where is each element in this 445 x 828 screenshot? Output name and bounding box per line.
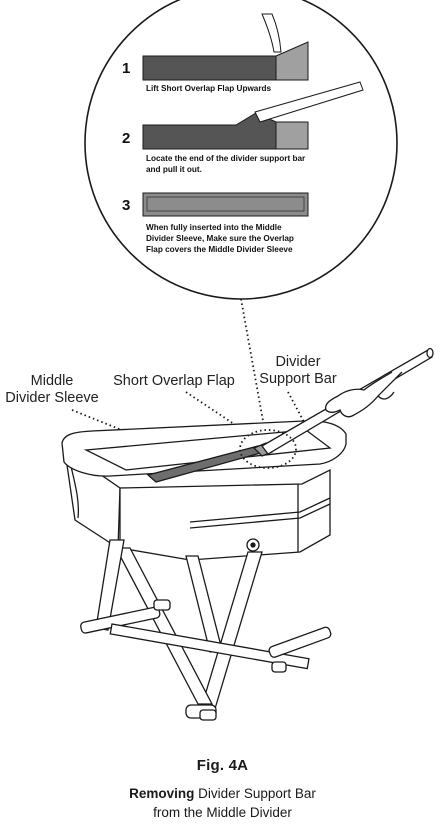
step-2-text-1: Locate the end of the divider support ba… <box>146 154 306 163</box>
step-1-number: 1 <box>122 60 130 77</box>
support-bar-end-cap <box>426 347 434 359</box>
base-crossbar <box>109 623 310 670</box>
step-3-text-1: When fully inserted into the Middle <box>146 223 282 232</box>
leader-support-bar <box>287 391 305 423</box>
bassinet-opening <box>83 429 332 471</box>
base-caster-knob <box>153 599 171 611</box>
divider-sleeve-shape <box>142 55 277 81</box>
finger-icon <box>261 13 282 53</box>
step-3-text-2: Divider Sleeve, Make sure the Overlap <box>146 234 294 243</box>
step-2: 2 Locate the end of the divider support … <box>122 81 364 174</box>
caption-bold: Removing <box>129 786 195 801</box>
step-3-number: 3 <box>122 197 130 214</box>
detail-highlight-circle <box>239 429 297 469</box>
back-leg-a <box>95 539 125 631</box>
support-bar-shape <box>254 81 364 123</box>
short-overlap-flap-shape <box>275 41 309 81</box>
base-bar-right <box>268 626 332 658</box>
figure-label: Fig. 4A <box>196 757 249 774</box>
callout-short-overlap-flap: Short Overlap Flap <box>113 373 235 389</box>
end-pocket-seam <box>189 497 331 523</box>
bassinet <box>61 347 434 721</box>
callout-middle-divider-sleeve-1: Middle <box>31 373 74 389</box>
connector-dotted-line <box>240 298 266 433</box>
callout-divider-support-bar-2: Support Bar <box>259 371 337 387</box>
step-3-text-3: Flap covers the Middle Divider Sleeve <box>146 245 293 254</box>
caption-line-2: from the Middle Divider <box>153 805 292 820</box>
step-1-text: Lift Short Overlap Flap Upwards <box>146 84 272 93</box>
step-2-number: 2 <box>122 130 130 147</box>
step-1: 1 Lift Short Overlap Flap Upwards <box>122 13 309 93</box>
hand-icon <box>324 371 403 418</box>
inserted-bar-outline <box>146 196 305 212</box>
step-3: 3 When fully inserted into the Middle Di… <box>122 192 309 254</box>
base-foot-right <box>271 661 287 673</box>
callout-middle-divider-sleeve-2: Divider Sleeve <box>5 390 99 406</box>
short-overlap-flap-shape <box>275 121 309 150</box>
step-2-text-2: and pull it out. <box>146 165 202 174</box>
divider-sleeve-shape <box>142 192 309 217</box>
front-leg-b <box>114 547 214 705</box>
caption-rest: Divider Support Bar <box>198 786 316 801</box>
caption-line-1: Removing Divider Support Bar <box>0 786 445 801</box>
callout-divider-support-bar-1: Divider <box>275 354 320 370</box>
